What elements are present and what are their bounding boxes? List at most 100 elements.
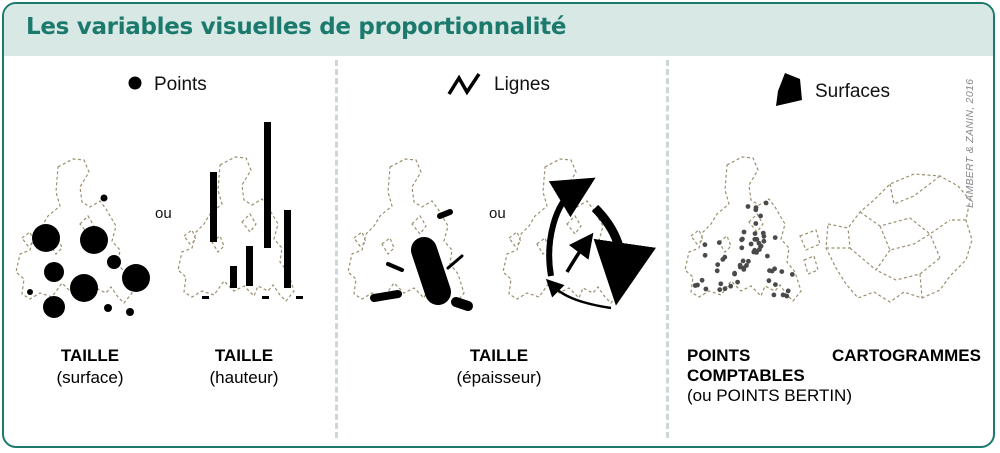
dot-mark — [722, 254, 728, 260]
flow-line — [411, 237, 451, 305]
dot-mark — [740, 236, 745, 242]
circle-mark — [122, 264, 150, 292]
bar-mark — [246, 246, 253, 286]
dot-mark — [789, 272, 795, 277]
caption-points-line1: POINTS — [687, 346, 751, 365]
flow-arrow — [545, 278, 612, 310]
dot-mark — [741, 229, 747, 235]
dot-mark — [717, 287, 723, 293]
map-proportional-circles — [15, 158, 150, 318]
category-label-points: Points — [154, 74, 207, 95]
dot-mark — [692, 283, 698, 288]
map-proportional-lines — [347, 158, 473, 311]
dot-mark — [772, 235, 778, 240]
bar-mark — [210, 172, 217, 242]
bar-mark — [230, 266, 237, 288]
dot-mark — [703, 286, 709, 292]
caption-taille-hauteur-main: TAILLE — [214, 346, 274, 365]
dot-mark — [758, 243, 764, 249]
dot-mark — [753, 237, 759, 242]
flow-arrow — [565, 232, 594, 273]
dot-mark — [761, 238, 767, 244]
dot-mark — [702, 242, 708, 248]
dot-mark — [761, 233, 767, 239]
dot-mark — [771, 292, 777, 298]
caption-taille-hauteur-sub: (hauteur) — [209, 368, 279, 387]
header-band: Les variables visuelles de proportionnal… — [4, 4, 993, 56]
dot-mark — [765, 253, 770, 259]
bar-mark — [202, 296, 209, 299]
dot-mark — [737, 264, 743, 270]
circle-mark — [43, 296, 65, 318]
section-points: Points ou — [15, 74, 303, 318]
dot-mark — [740, 258, 746, 264]
dot-mark — [718, 281, 724, 287]
dot-mark — [735, 279, 740, 285]
dot-mark — [753, 221, 759, 226]
dot-mark — [773, 282, 778, 287]
dot-mark — [739, 245, 745, 251]
map-cartogram — [799, 173, 973, 303]
figure-frame: Les variables visuelles de proportionnal… — [2, 2, 995, 448]
caption-taille-surface-sub: (surface) — [56, 368, 124, 387]
dot-mark — [780, 292, 786, 298]
circle-mark — [32, 224, 60, 252]
dot-mark — [699, 277, 705, 283]
caption-cartogrammes: CARTOGRAMMES — [832, 346, 981, 365]
circle-mark — [107, 255, 121, 269]
bar-mark — [264, 122, 271, 248]
dot-mark — [748, 241, 754, 247]
caption-points-line2: COMPTABLES — [687, 366, 805, 385]
map-flow-arrows — [502, 158, 656, 310]
flow-line — [451, 297, 473, 311]
dot-mark — [702, 252, 708, 258]
map-dot-density — [684, 156, 802, 302]
flow-line — [370, 290, 402, 302]
dot-cluster — [692, 200, 795, 299]
page-title: Les variables visuelles de proportionnal… — [26, 14, 567, 40]
circle-mark — [70, 274, 98, 302]
dot-mark — [732, 271, 737, 277]
dot-mark — [753, 205, 759, 210]
dot-mark — [716, 240, 722, 245]
dot-mark — [746, 258, 751, 264]
dot-mark — [766, 278, 772, 284]
flow-arrow — [546, 177, 596, 277]
flow-line — [437, 209, 453, 219]
category-label-surfaces: Surfaces — [815, 81, 890, 102]
section-surfaces: Surfaces — [684, 73, 973, 303]
circle-mark — [27, 289, 33, 295]
caption-points-sub: (ou POINTS BERTIN) — [687, 386, 852, 405]
dot-mark — [763, 200, 769, 206]
credit: LAMBERT & ZANIN, 2016 — [964, 78, 976, 208]
circle-mark — [44, 262, 64, 282]
caption-taille-epaisseur-sub: (épaisseur) — [456, 368, 542, 387]
connector-ou-1: ou — [155, 205, 172, 222]
category-label-lignes: Lignes — [494, 74, 550, 95]
circle-mark — [100, 194, 108, 202]
dot-mark — [745, 204, 751, 209]
dot-mark — [784, 293, 790, 299]
bar-mark — [296, 296, 303, 299]
dot-mark — [767, 268, 772, 273]
dot-mark — [722, 286, 728, 292]
separator-1 — [335, 60, 338, 438]
point-icon — [128, 76, 142, 90]
dot-mark — [751, 249, 757, 255]
circle-mark — [104, 304, 112, 312]
dot-mark — [785, 288, 791, 294]
dot-mark — [714, 268, 720, 274]
dot-mark — [752, 231, 758, 236]
flow-arrow — [591, 204, 656, 306]
dot-mark — [715, 262, 721, 267]
circle-mark — [80, 226, 108, 254]
dot-mark — [741, 265, 747, 271]
surface-icon — [776, 73, 802, 106]
dot-mark — [779, 269, 785, 274]
bar-mark — [262, 296, 269, 299]
section-lignes: Lignes ou — [347, 73, 656, 311]
bar-mark — [284, 210, 291, 288]
flow-line — [446, 254, 464, 270]
map-proportional-bars — [177, 122, 303, 302]
